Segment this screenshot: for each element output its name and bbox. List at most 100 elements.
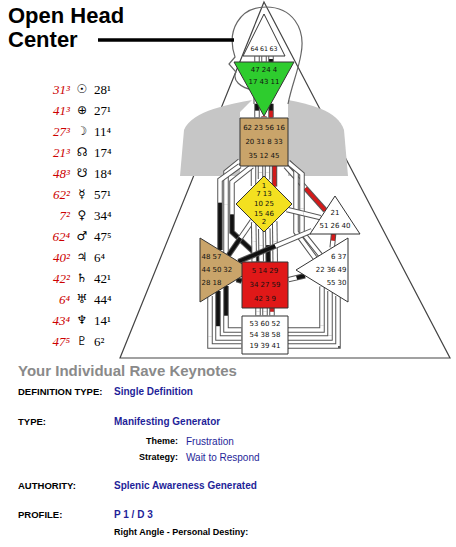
gate-row: 21 xyxy=(331,209,340,217)
gate-number: 22 xyxy=(316,266,325,274)
gate-number: 57 xyxy=(212,253,221,261)
gate-number: 33 xyxy=(274,138,283,146)
row-heading: DEFINITION TYPE: xyxy=(18,386,102,397)
design-activation: 62⁴ xyxy=(20,229,70,245)
design-activation: 7² xyxy=(20,208,70,224)
channel-outline xyxy=(254,56,260,62)
row-value: Single Definition xyxy=(114,386,193,397)
gate-number: 48 xyxy=(202,253,211,261)
row-value: Splenic Awareness Generated xyxy=(114,480,257,491)
channel-line xyxy=(271,104,272,118)
personality-activation: 57¹ xyxy=(94,187,111,203)
gate-number: 24 xyxy=(262,66,271,74)
gate-number: 12 xyxy=(260,152,269,160)
design-activation: 31³ xyxy=(20,82,70,98)
planet-symbol: ☉ xyxy=(72,82,92,96)
channel-line xyxy=(288,276,305,280)
channel-half xyxy=(208,296,212,337)
channel-half xyxy=(262,59,266,62)
gate-row: 1546 xyxy=(254,210,274,218)
channel-outline xyxy=(229,221,253,255)
sub-value: Frustration xyxy=(186,436,234,447)
gate-number: 13 xyxy=(263,190,272,198)
gate-number: 54 xyxy=(250,331,259,339)
design-activation: 21³ xyxy=(20,145,70,161)
personality-activation: 17⁴ xyxy=(94,145,112,161)
gate-number: 62 xyxy=(243,124,252,132)
channel-outline xyxy=(218,291,242,338)
gate-row: 351245 xyxy=(249,152,280,160)
design-activation: 40² xyxy=(20,250,70,266)
gate-number: 1 xyxy=(262,182,266,190)
channel-outline xyxy=(268,56,274,62)
gate-number: 18 xyxy=(212,279,221,287)
planet-symbol: ♇ xyxy=(72,334,92,348)
channel-half xyxy=(263,308,267,312)
channel-half xyxy=(240,221,252,238)
personality-activation: 14¹ xyxy=(94,313,111,329)
channel-half xyxy=(239,246,276,261)
gate-number: 30 xyxy=(338,279,347,287)
gate-number: 6 xyxy=(331,253,335,261)
design-activation: 47⁵ xyxy=(20,334,70,350)
center-box: 622356162031833351245 xyxy=(240,118,288,166)
channel-outline xyxy=(272,221,278,262)
channel-half xyxy=(287,210,304,214)
personality-activation: 27¹ xyxy=(94,103,111,119)
planet-symbol: ♄ xyxy=(72,271,92,285)
gate-number: 19 xyxy=(250,342,259,350)
gate-number: 38 xyxy=(261,331,270,339)
gate-row: 193941 xyxy=(250,342,281,350)
gate-number: 49 xyxy=(338,266,347,274)
gate-row: 445032 xyxy=(202,266,233,274)
gate-number: 20 xyxy=(245,138,254,146)
gate-number: 55 xyxy=(327,279,336,287)
channel-half xyxy=(226,316,242,330)
gate-number: 44 xyxy=(202,266,211,274)
center-outline xyxy=(310,196,360,234)
channel-half xyxy=(270,312,274,316)
gate-number: 3 xyxy=(265,295,269,303)
design-activation: 48³ xyxy=(20,166,70,182)
channel-line xyxy=(260,166,261,179)
gate-number: 56 xyxy=(265,124,274,132)
gate-row: 5530 xyxy=(327,279,347,287)
right-shoulder xyxy=(288,100,348,176)
channel-half xyxy=(252,222,256,242)
gate-row: 646163 xyxy=(250,45,277,53)
design-activation: 27³ xyxy=(20,124,70,140)
gate-row: 536052 xyxy=(250,320,281,328)
planet-symbol: ⊕ xyxy=(72,103,92,117)
channel-outline xyxy=(288,287,322,331)
gate-number: 23 xyxy=(254,124,263,132)
channel-half xyxy=(259,229,263,245)
personality-activation: 6² xyxy=(94,334,104,350)
channel-half xyxy=(304,214,321,218)
channel-half xyxy=(306,188,326,210)
gate-row: 637 xyxy=(331,253,346,261)
channel-half xyxy=(269,59,273,62)
gate-number: 36 xyxy=(327,266,336,274)
center-box: 646163 xyxy=(243,14,285,56)
channel-half xyxy=(273,166,277,176)
gate-row: 713 xyxy=(256,190,271,198)
gate-number: 2 xyxy=(262,218,266,226)
gate-number: 15 xyxy=(254,210,263,218)
channel-line xyxy=(258,308,259,316)
gate-number: 63 xyxy=(270,45,278,53)
outer-triangle xyxy=(120,2,450,358)
channel-half xyxy=(269,56,273,59)
channel-half xyxy=(288,344,338,348)
gate-number: 52 xyxy=(271,320,280,328)
personality-activation: 44⁴ xyxy=(94,292,112,308)
gate-row: 2 xyxy=(262,218,266,226)
gate-number: 35 xyxy=(249,152,258,160)
center-box: 6372236495530 xyxy=(296,238,348,302)
channel-outline xyxy=(255,308,261,316)
channel-half xyxy=(297,276,305,278)
channel-half xyxy=(320,287,324,326)
gate-number: 25 xyxy=(265,200,274,208)
note-line: Right Angle - Personal Destiny: xyxy=(114,527,248,537)
channel-outline xyxy=(226,286,242,330)
